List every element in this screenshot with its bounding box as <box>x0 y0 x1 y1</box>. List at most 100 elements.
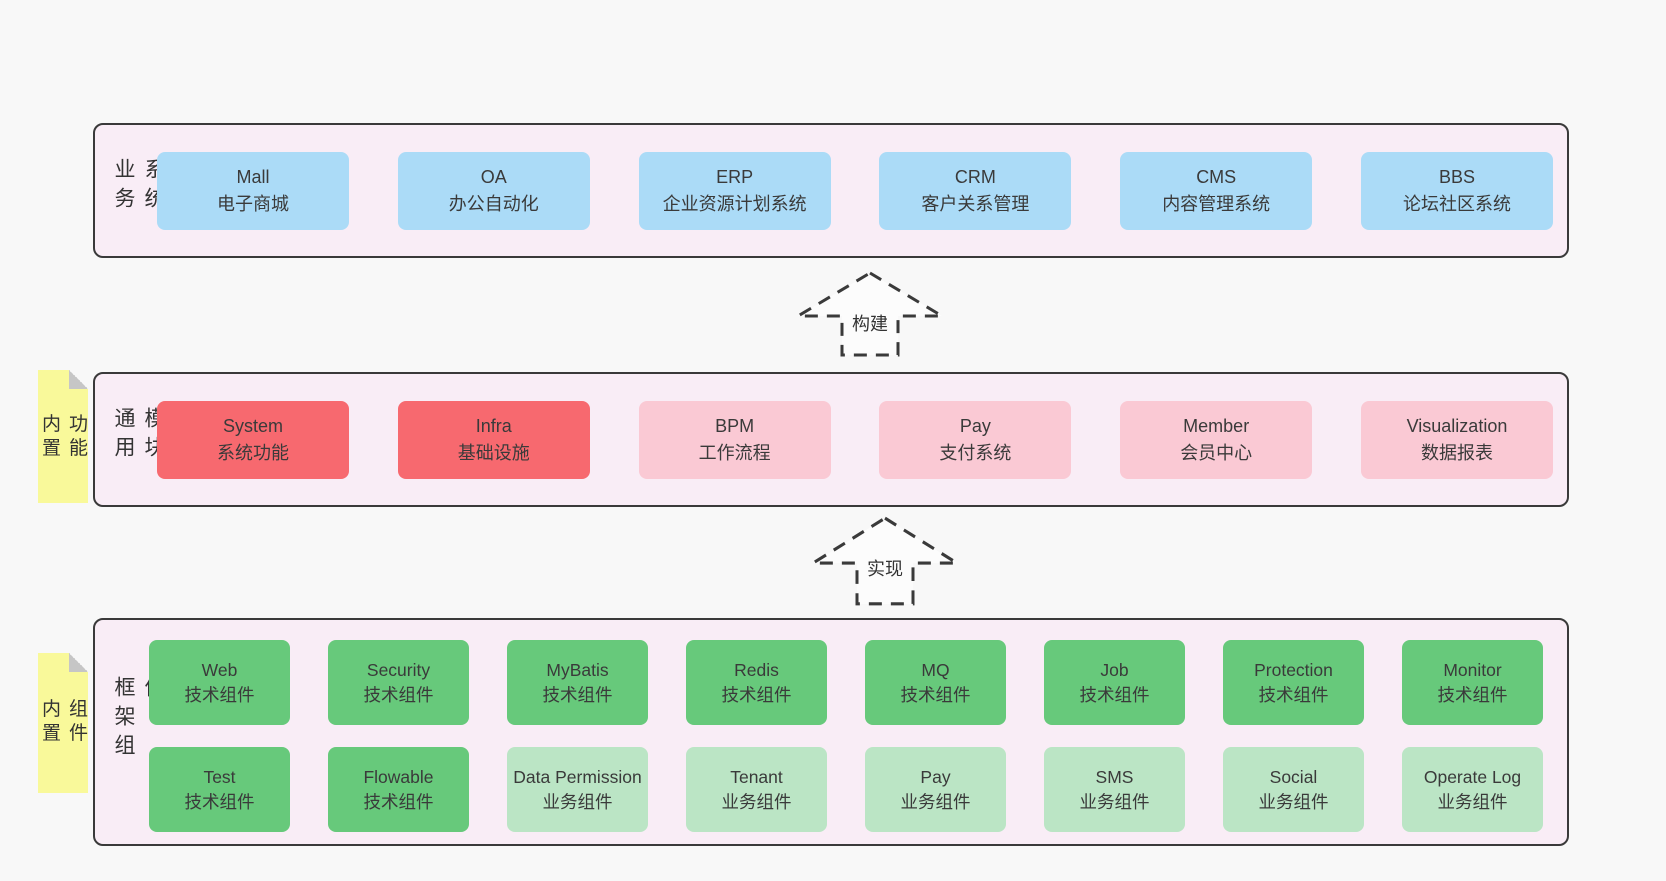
box-pay-module: Pay 支付系统 <box>879 400 1072 479</box>
box-subtitle: 工作流程 <box>698 442 771 463</box>
box-title: Flowable <box>363 766 434 787</box>
folded-corner-icon <box>69 370 88 389</box>
box-flowable: Flowable 技术组件 <box>328 747 469 832</box>
box-title: Monitor <box>1443 659 1502 680</box>
box-title: Web <box>201 659 238 680</box>
box-protection: Protection 技术组件 <box>1223 640 1364 725</box>
box-cms: CMS 内容管理系统 <box>1120 151 1313 230</box>
box-title: Operate Log <box>1423 766 1522 787</box>
box-monitor: Monitor 技术组件 <box>1402 640 1543 725</box>
business-systems-row: Mall 电子商城 OA 办公自动化 ERP 企业资源计划系统 CRM 客户关系管理 C… <box>95 125 1567 256</box>
box-subtitle: 支付系统 <box>939 442 1012 463</box>
box-title: Tenant <box>730 766 783 787</box>
box-subtitle: 技术组件 <box>184 684 255 705</box>
box-subtitle: 业务组件 <box>721 791 792 812</box>
box-title: Data Permission <box>513 766 642 787</box>
box-bpm: BPM 工作流程 <box>638 400 831 479</box>
box-subtitle: 技术组件 <box>1258 684 1329 705</box>
box-web: Web 技术组件 <box>149 640 290 725</box>
box-title: CRM <box>954 166 996 187</box>
box-title: Visualization <box>1406 415 1508 436</box>
box-subtitle: 业务组件 <box>1079 791 1150 812</box>
box-bbs: BBS 论坛社区系统 <box>1360 151 1553 230</box>
box-title: ERP <box>716 166 754 187</box>
box-title: BBS <box>1438 166 1475 187</box>
box-test: Test 技术组件 <box>149 747 290 832</box>
box-subtitle: 技术组件 <box>1079 684 1150 705</box>
box-subtitle: 会员中心 <box>1180 442 1253 463</box>
box-subtitle: 业务组件 <box>1437 791 1508 812</box>
box-operate-log: Operate Log 业务组件 <box>1402 747 1543 832</box>
common-modules-row: System 系统功能 Infra 基础设施 BPM 工作流程 Pay 支付系统 Mem… <box>95 374 1567 505</box>
box-title: Redis <box>734 659 779 680</box>
sticky-note-text: 内置组件 <box>39 698 87 747</box>
box-subtitle: 技术组件 <box>900 684 971 705</box>
box-data-permission: Data Permission 业务组件 <box>507 747 648 832</box>
box-title: Protection <box>1254 659 1333 680</box>
box-mq: MQ 技术组件 <box>865 640 1006 725</box>
box-subtitle: 系统功能 <box>217 442 289 463</box>
box-title: Mall <box>236 166 270 187</box>
box-title: Test <box>203 766 236 787</box>
box-mall: Mall 电子商城 <box>157 151 349 230</box>
arrow-label: 实现 <box>862 556 908 583</box>
box-subtitle: 技术组件 <box>1437 684 1508 705</box>
box-title: OA <box>480 166 507 187</box>
box-title: Social <box>1269 766 1318 787</box>
arrow-label: 构建 <box>847 311 893 338</box>
box-member: Member 会员中心 <box>1120 400 1313 479</box>
box-title: MQ <box>921 659 950 680</box>
box-subtitle: 技术组件 <box>542 684 613 705</box>
box-title: BPM <box>715 415 755 436</box>
box-title: Pay <box>920 766 951 787</box>
box-mybatis: MyBatis 技术组件 <box>507 640 648 725</box>
biz-components-row: Test 技术组件 Flowable 技术组件 Data Permission 业务组… <box>149 747 1543 832</box>
box-title: System <box>222 415 283 436</box>
box-subtitle: 技术组件 <box>363 791 434 812</box>
box-subtitle: 办公自动化 <box>448 193 539 214</box>
box-job: Job 技术组件 <box>1044 640 1185 725</box>
box-title: Infra <box>475 415 512 436</box>
sticky-note-builtin-components: 内置组件 <box>38 653 88 793</box>
box-redis: Redis 技术组件 <box>686 640 827 725</box>
box-system: System 系统功能 <box>157 400 349 479</box>
folded-corner-icon <box>69 653 88 672</box>
box-tenant: Tenant 业务组件 <box>686 747 827 832</box>
box-pay-component: Pay 业务组件 <box>865 747 1006 832</box>
sticky-note-builtin-features: 内置功能 <box>38 370 88 503</box>
box-subtitle: 技术组件 <box>721 684 792 705</box>
box-social: Social 业务组件 <box>1223 747 1364 832</box>
box-title: MyBatis <box>546 659 609 680</box>
build-arrow: 构建 <box>795 270 945 358</box>
box-subtitle: 业务组件 <box>900 791 971 812</box>
box-subtitle: 电子商城 <box>217 193 289 214</box>
box-crm: CRM 客户关系管理 <box>879 151 1072 230</box>
box-subtitle: 客户关系管理 <box>921 193 1030 214</box>
box-sms: SMS 业务组件 <box>1044 747 1185 832</box>
box-subtitle: 内容管理系统 <box>1162 193 1271 214</box>
box-subtitle: 业务组件 <box>1258 791 1329 812</box>
box-title: Job <box>1100 659 1129 680</box>
box-infra: Infra 基础设施 <box>397 400 590 479</box>
box-title: SMS <box>1095 766 1134 787</box>
implement-arrow: 实现 <box>810 515 960 607</box>
box-oa: OA 办公自动化 <box>397 151 590 230</box>
box-subtitle: 论坛社区系统 <box>1402 193 1511 214</box>
box-erp: ERP 企业资源计划系统 <box>638 151 831 230</box>
box-title: Member <box>1183 415 1250 436</box>
sticky-note-text: 内置功能 <box>39 413 87 462</box>
box-subtitle: 企业资源计划系统 <box>662 193 807 214</box>
box-subtitle: 数据报表 <box>1420 442 1493 463</box>
box-subtitle: 业务组件 <box>542 791 613 812</box>
box-title: CMS <box>1196 166 1237 187</box>
box-title: Pay <box>959 415 991 436</box>
box-title: Security <box>366 659 431 680</box>
box-subtitle: 技术组件 <box>184 791 255 812</box>
box-visualization: Visualization 数据报表 <box>1360 400 1553 479</box>
box-subtitle: 基础设施 <box>457 442 530 463</box>
